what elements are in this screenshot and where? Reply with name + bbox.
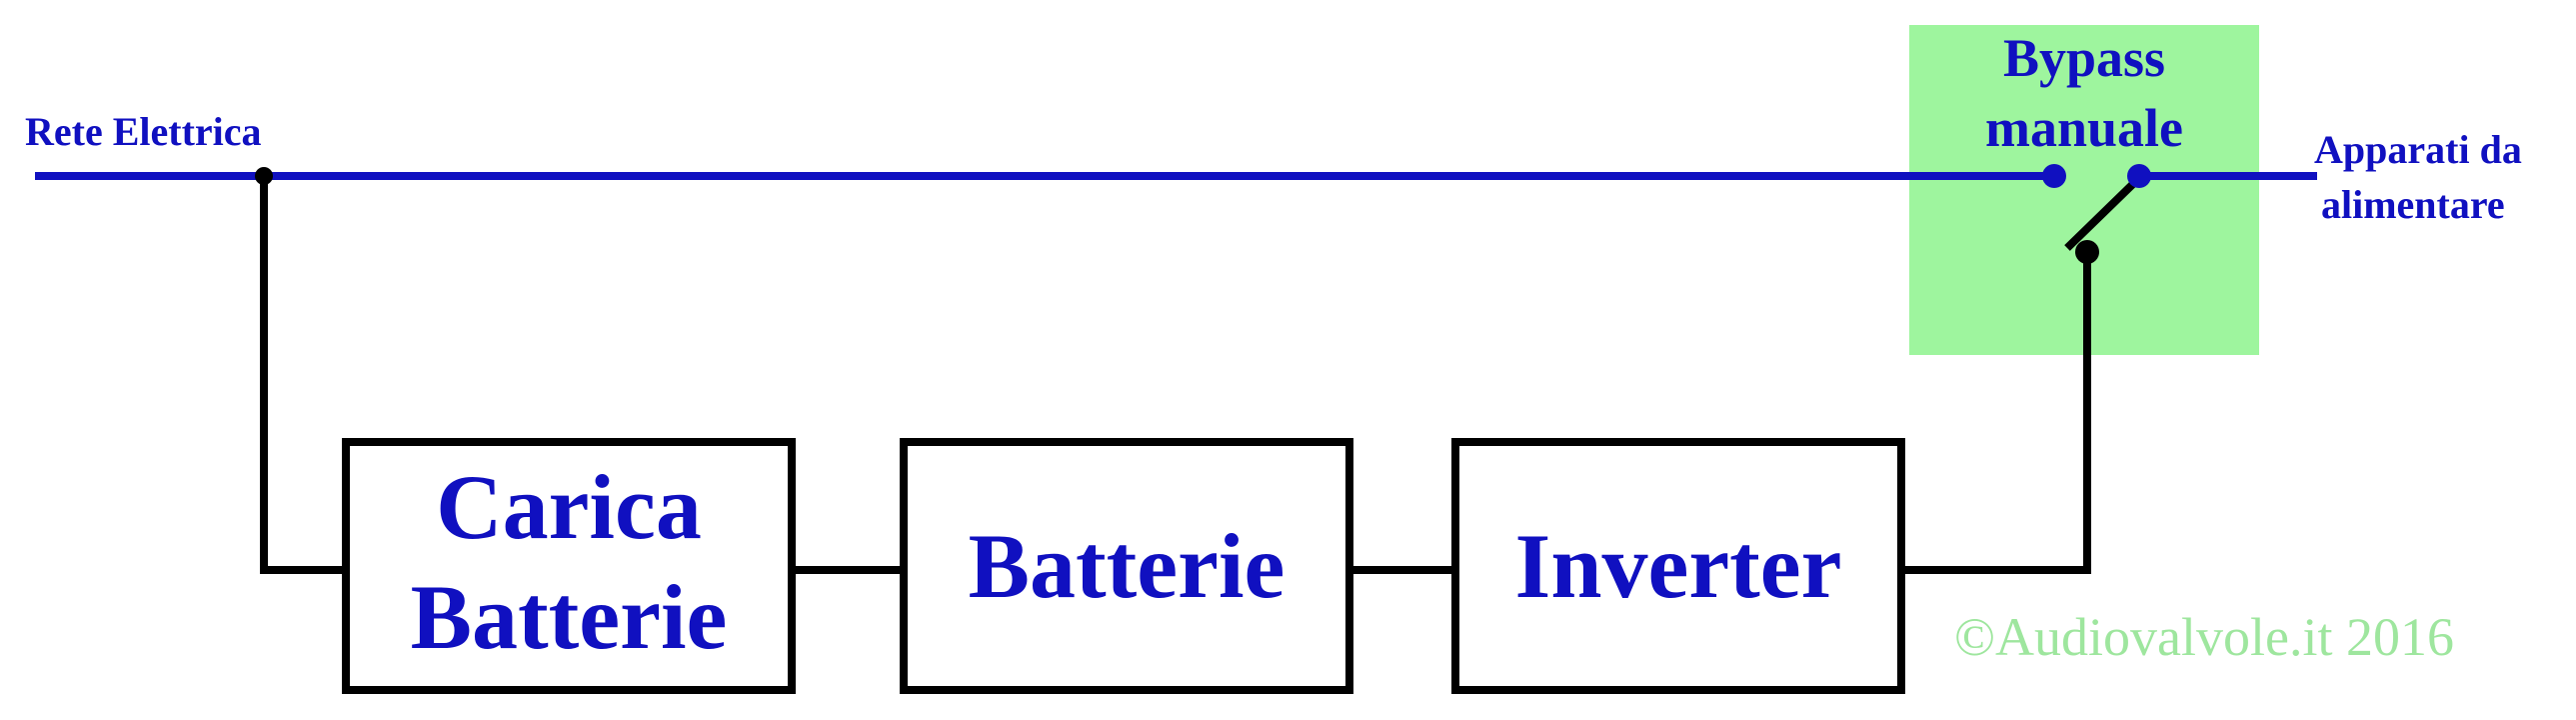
mains-label: Rete Elettrica — [25, 109, 262, 154]
junction-dot-mains — [255, 167, 273, 185]
wire-mains-to-charger — [260, 176, 346, 574]
switch-blade — [2064, 175, 2142, 251]
inverter-block — [1451, 438, 1905, 694]
batteries-block — [900, 438, 1353, 694]
load-label-line1: Apparati da — [2314, 127, 2522, 172]
wire-inverter-to-switch — [1901, 252, 2091, 574]
switch-contact-mains — [2042, 164, 2066, 188]
charger-block — [342, 438, 796, 694]
batteries-label: Batterie — [969, 515, 1286, 617]
switch-contact-inverter — [2075, 240, 2099, 264]
bypass-label-line1: Bypass — [2003, 28, 2165, 88]
charger-label-line2: Batterie — [411, 566, 728, 668]
watermark: ©Audiovalvole.it 2016 — [1954, 607, 2454, 667]
bypass-label-line2: manuale — [1985, 98, 2183, 158]
switch-contact-load — [2127, 164, 2151, 188]
load-label-line2: alimentare — [2321, 182, 2505, 227]
inverter-label: Inverter — [1515, 515, 1842, 617]
charger-label-line1: Carica — [436, 456, 702, 558]
